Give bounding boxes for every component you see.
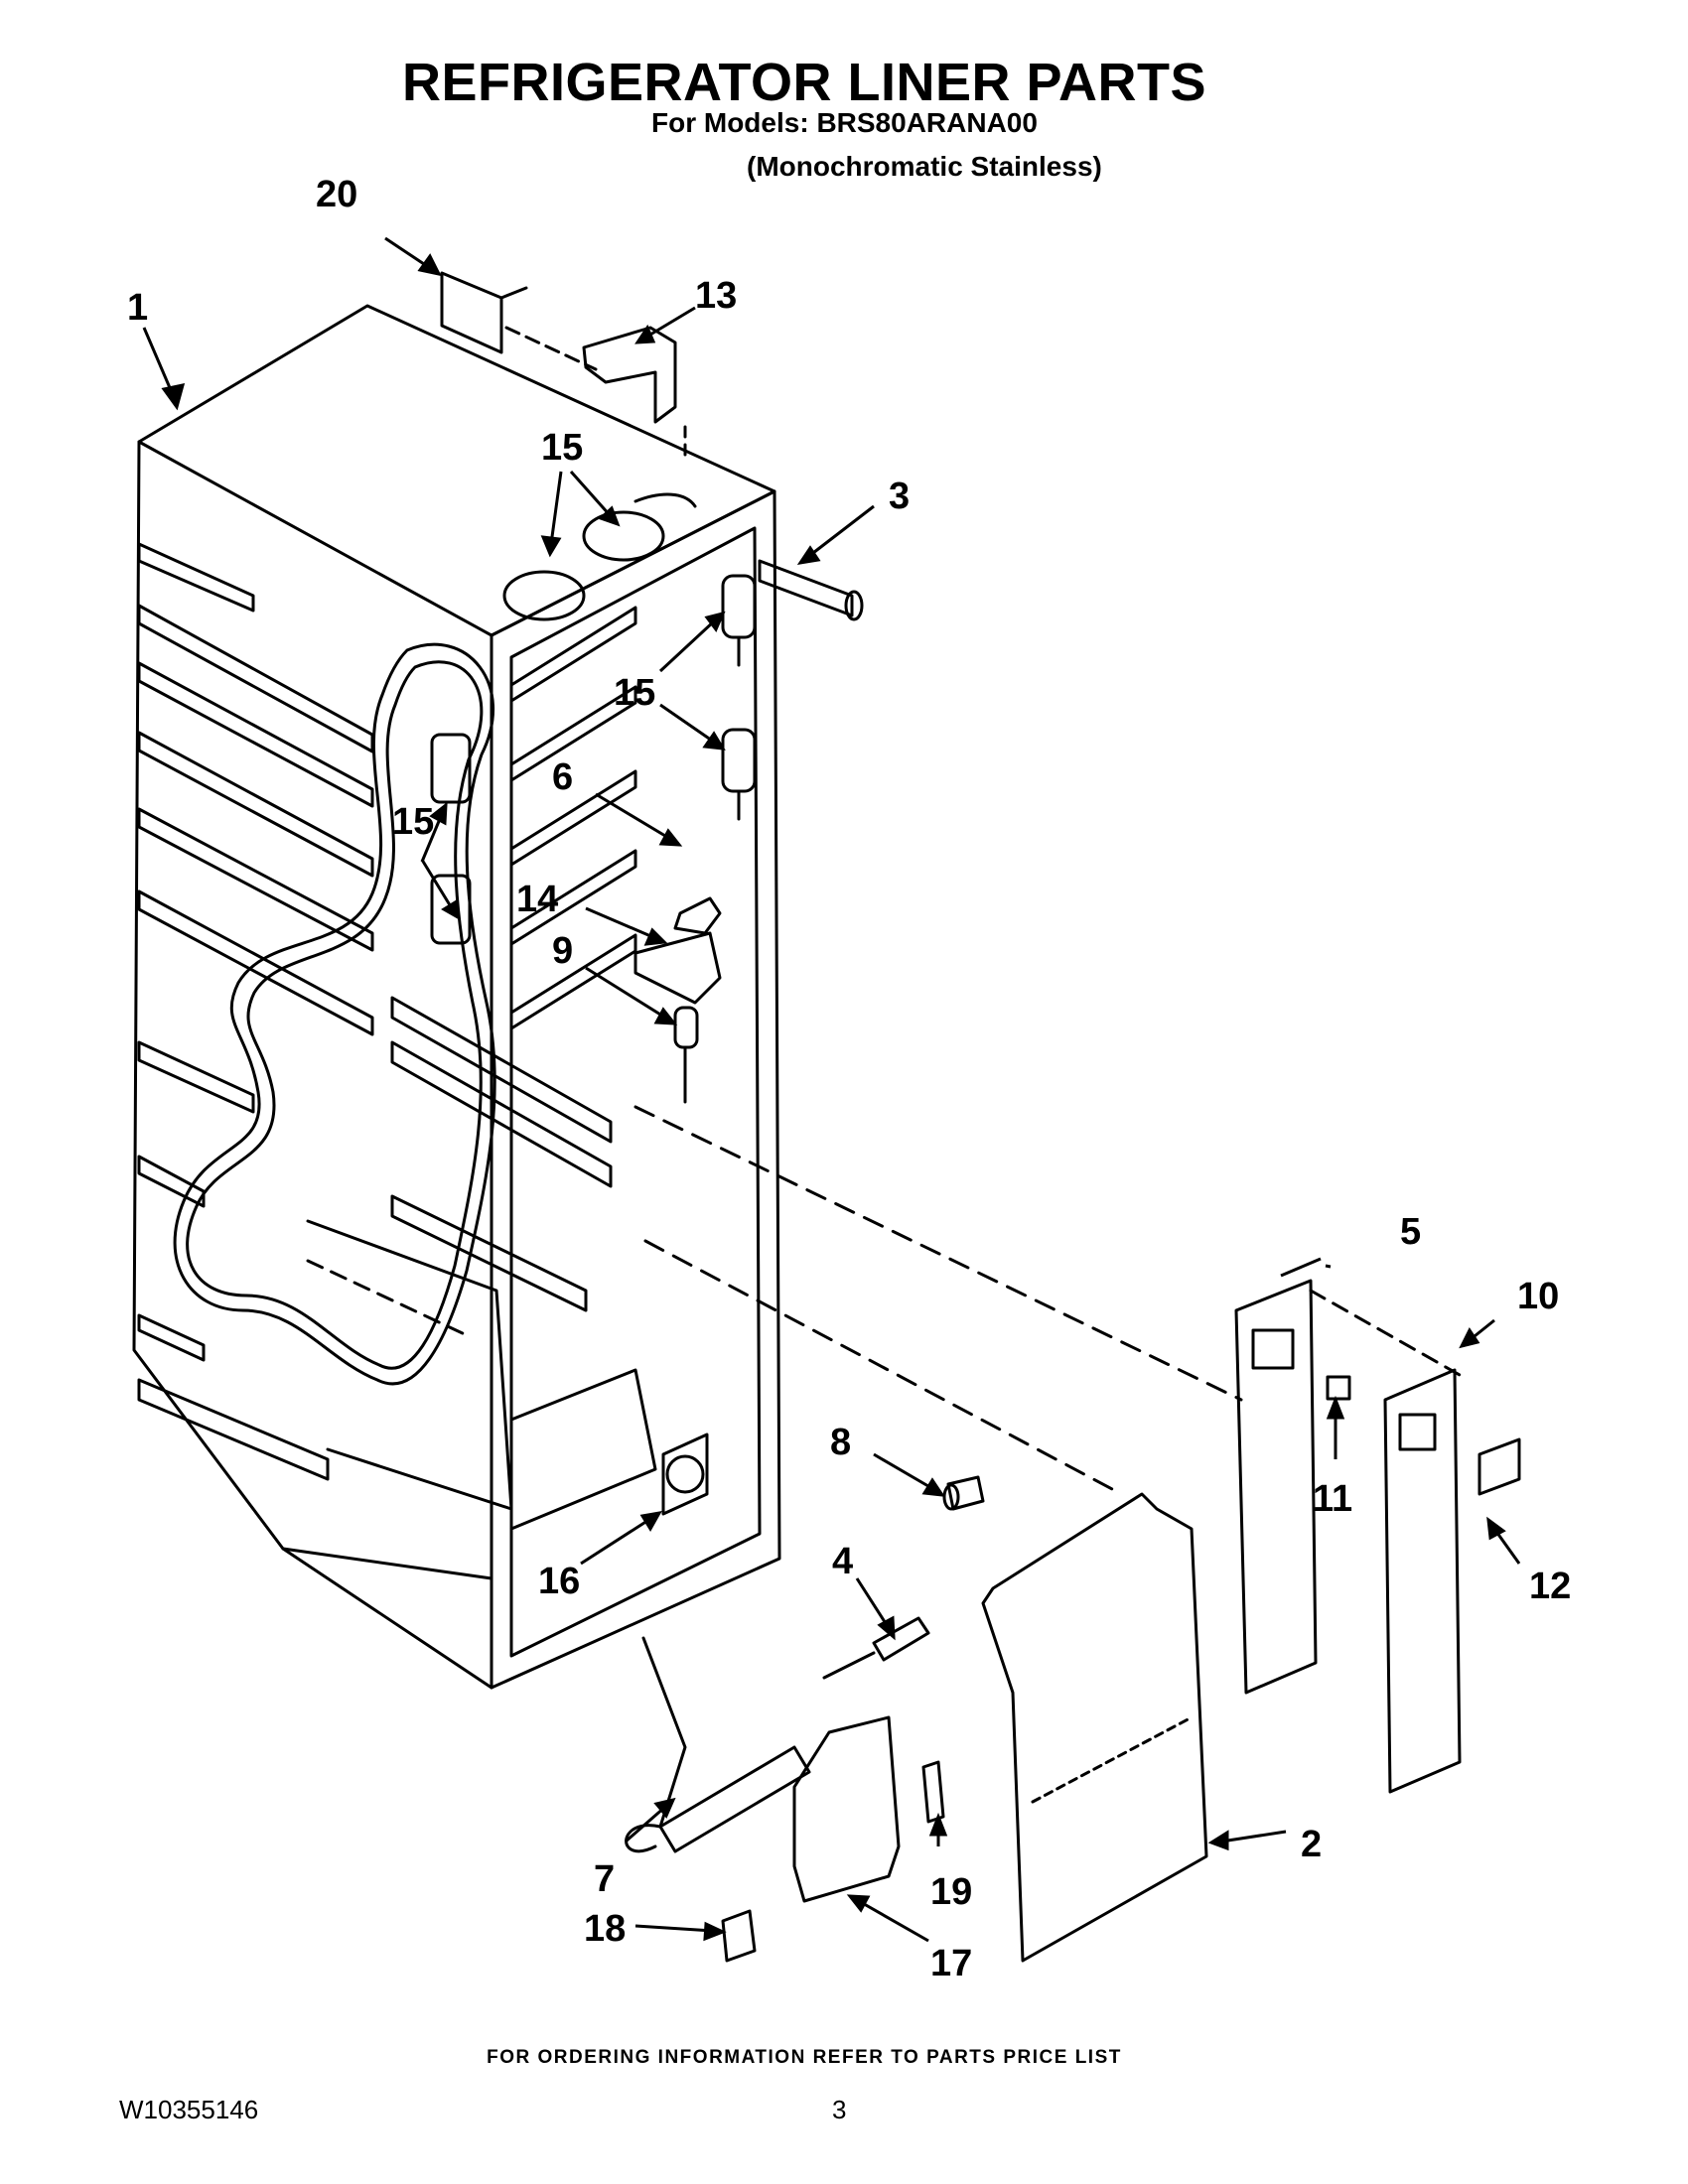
callout-18: 18: [584, 1908, 626, 1950]
part-10-drawing: [1383, 1368, 1462, 1794]
part-13-drawing: [582, 326, 687, 461]
callout-9: 9: [552, 930, 573, 972]
callout-14: 14: [516, 879, 558, 920]
callout-10: 10: [1517, 1276, 1559, 1317]
callout-5: 5: [1400, 1211, 1421, 1253]
part-12-drawing: [1477, 1437, 1521, 1496]
callout-6: 6: [552, 756, 573, 798]
model-number: For Models: BRS80ARANA00: [651, 107, 1038, 138]
part-11-drawing: [1326, 1375, 1351, 1401]
part-16-drawing: [661, 1433, 709, 1516]
part-7-drawing: [625, 1636, 811, 1853]
part-9-drawing: [673, 1006, 699, 1104]
part-3-drawing: [758, 559, 864, 621]
part-15-top-drawing: [502, 492, 697, 621]
liner-part-drawing: [132, 304, 1243, 1690]
callout-3: 3: [889, 476, 910, 517]
callout-15-left: 15: [392, 801, 434, 843]
callout-15-top: 15: [541, 427, 583, 469]
callout-4: 4: [832, 1541, 853, 1582]
page-number: 3: [832, 2095, 847, 2124]
callout-2: 2: [1301, 1824, 1322, 1865]
part-4-drawing: [822, 1616, 930, 1680]
part-6-drawing: [673, 896, 722, 935]
callout-19: 19: [930, 1871, 972, 1913]
callout-8: 8: [830, 1422, 851, 1463]
part-2-drawing: [981, 1492, 1208, 1963]
callout-20: 20: [316, 174, 357, 215]
part-5-drawing: [1234, 1279, 1462, 1695]
part-15-side-drawing: [721, 574, 757, 821]
model-color: (Monochromatic Stainless): [747, 151, 1102, 182]
part-15-left-drawing: [430, 733, 472, 945]
part-18-drawing: [721, 1909, 757, 1963]
page-title: REFRIGERATOR LINER PARTS: [401, 53, 1207, 112]
callout-13: 13: [695, 275, 737, 317]
callout-11: 11: [1313, 1478, 1352, 1520]
callout-15-right: 15: [614, 672, 655, 714]
callout-17: 17: [930, 1943, 972, 1984]
part-8-drawing: [942, 1475, 985, 1511]
callout-16: 16: [538, 1561, 580, 1602]
part-19-drawing: [921, 1760, 945, 1824]
callout-7: 7: [594, 1858, 615, 1900]
ordering-note: FOR ORDERING INFORMATION REFER TO PARTS …: [487, 2047, 1122, 2068]
document-number: W10355146: [119, 2095, 259, 2124]
part-20-drawing: [440, 271, 598, 371]
callout-1: 1: [127, 287, 148, 329]
callout-12: 12: [1529, 1566, 1571, 1607]
part-17-drawing: [792, 1715, 901, 1903]
part-14-drawing: [633, 931, 722, 1005]
